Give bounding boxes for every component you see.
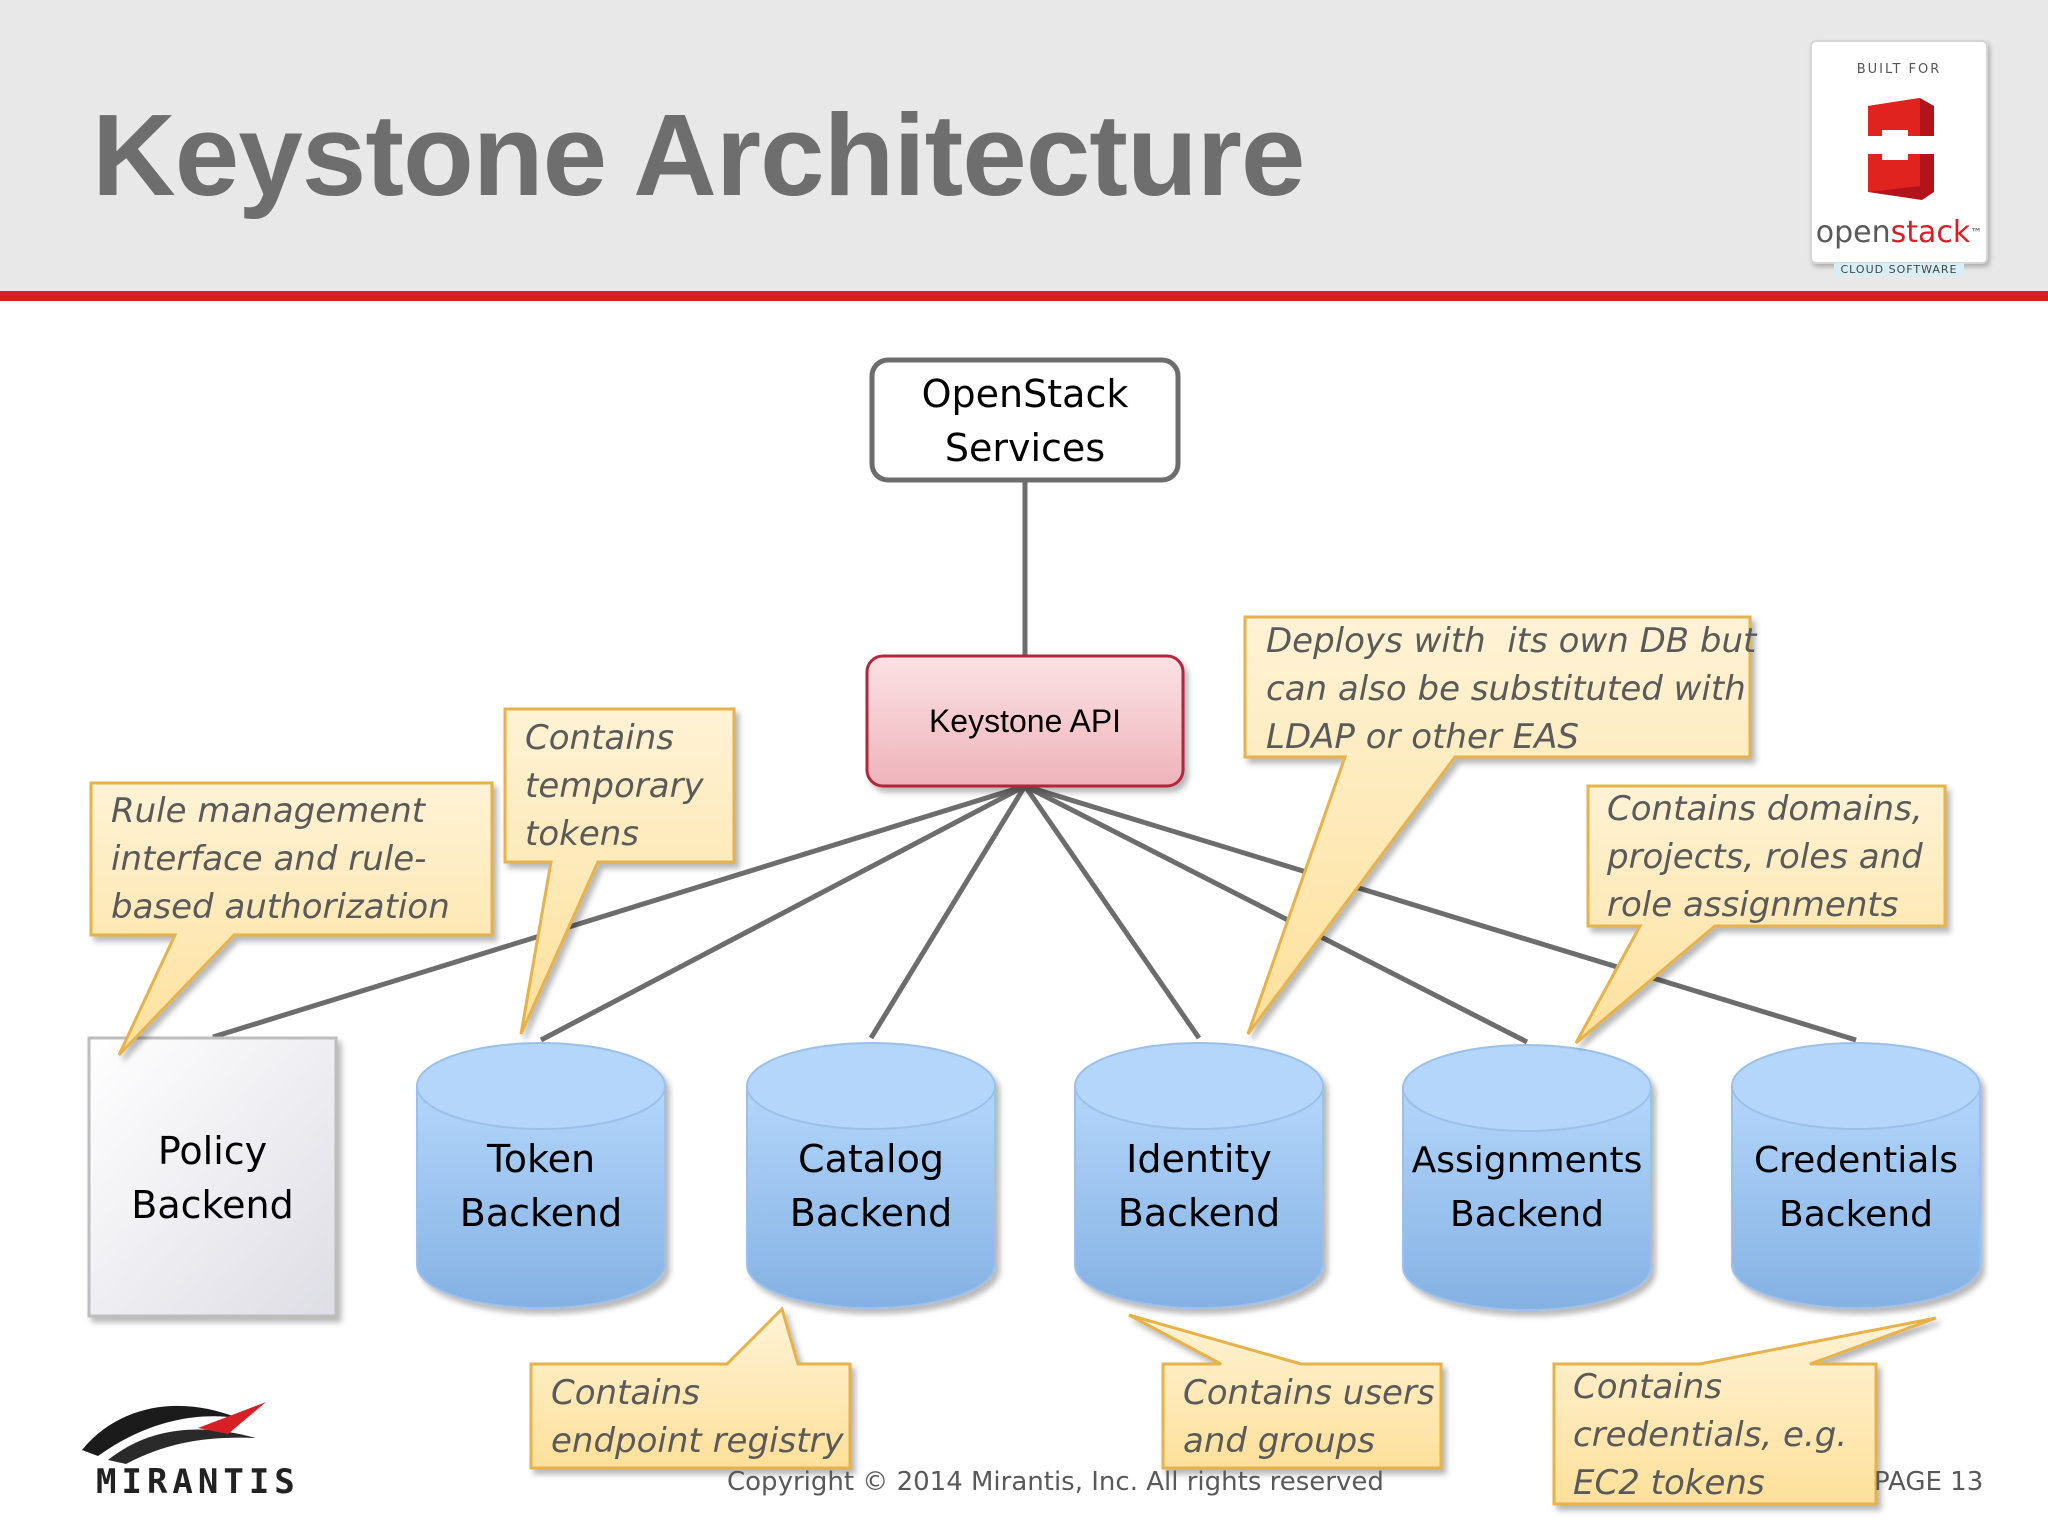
openstack-logo: BUILT FOR openstack™ CLOUD SOFTWARE bbox=[1810, 40, 1988, 276]
footer-copyright: Copyright © 2014 Mirantis, Inc. All righ… bbox=[727, 1467, 1384, 1497]
logo-cloud-software: CLOUD SOFTWARE bbox=[1834, 263, 1964, 276]
link-api-catalog bbox=[868, 784, 1028, 1040]
token-backend-cylinder bbox=[416, 1042, 666, 1309]
link-api-credentials bbox=[1024, 783, 1857, 1043]
header-rule bbox=[0, 291, 2048, 301]
keystone-api-box bbox=[865, 654, 1185, 788]
callout-identity-db-shape bbox=[1243, 615, 1752, 1035]
header-band bbox=[0, 0, 2048, 291]
callout-credentials-shape bbox=[1552, 1316, 1937, 1506]
logo-built-for: BUILT FOR bbox=[1856, 62, 1942, 77]
openstack-cube-icon bbox=[1864, 98, 1936, 200]
token-backend-label: Token Backend bbox=[459, 1137, 623, 1235]
callout-policy-text: Rule management interface and rule- base… bbox=[111, 791, 450, 927]
catalog-backend-label: Catalog Backend bbox=[789, 1137, 953, 1235]
page-number: PAGE 13 bbox=[1874, 1467, 1984, 1497]
callout-catalog-text: Contains endpoint registry bbox=[551, 1373, 844, 1461]
credentials-backend-cylinder bbox=[1731, 1042, 1981, 1309]
slide-title: Keystone Architecture bbox=[92, 90, 1305, 220]
callout-credentials-text: Contains credentials, e.g. EC2 tokens bbox=[1573, 1367, 1848, 1503]
link-api-assignments bbox=[1023, 783, 1529, 1045]
identity-backend-cylinder bbox=[1074, 1042, 1324, 1309]
identity-backend-label: Identity Backend bbox=[1117, 1137, 1281, 1235]
keystone-api-label: Keystone API bbox=[928, 703, 1122, 739]
policy-backend-box bbox=[87, 1036, 338, 1318]
link-api-policy bbox=[212, 783, 1026, 1040]
callout-token-text: Contains temporary tokens bbox=[525, 718, 704, 854]
callout-identity-db-text: Deploys with its own DB but can also be … bbox=[1266, 621, 1757, 757]
assignments-backend-label: Assignments Backend bbox=[1411, 1140, 1643, 1235]
catalog-backend-cylinder bbox=[746, 1042, 996, 1309]
logo-wordmark: openstack™ bbox=[1815, 215, 1983, 250]
mirantis-wordmark: MIRANTIS bbox=[96, 1462, 300, 1502]
services-label: OpenStack Services bbox=[921, 372, 1129, 470]
callout-identity-shape bbox=[1128, 1313, 1443, 1470]
callout-identity-text: Contains users and groups bbox=[1183, 1373, 1435, 1461]
callout-token-shape bbox=[503, 707, 736, 1035]
link-api-identity bbox=[1022, 784, 1202, 1040]
callout-assignments-text: Contains domains, projects, roles and ro… bbox=[1607, 789, 1923, 925]
link-api-token bbox=[539, 783, 1027, 1043]
callout-policy-shape bbox=[89, 781, 494, 1057]
credentials-backend-label: Credentials Backend bbox=[1753, 1140, 1959, 1235]
policy-backend-label: Policy Backend bbox=[131, 1129, 294, 1227]
callout-assignments-shape bbox=[1574, 784, 1947, 1045]
callout-catalog-shape bbox=[529, 1306, 852, 1470]
services-box bbox=[869, 357, 1181, 483]
assignments-backend-cylinder bbox=[1402, 1044, 1652, 1311]
mirantis-logo-icon bbox=[82, 1402, 266, 1464]
